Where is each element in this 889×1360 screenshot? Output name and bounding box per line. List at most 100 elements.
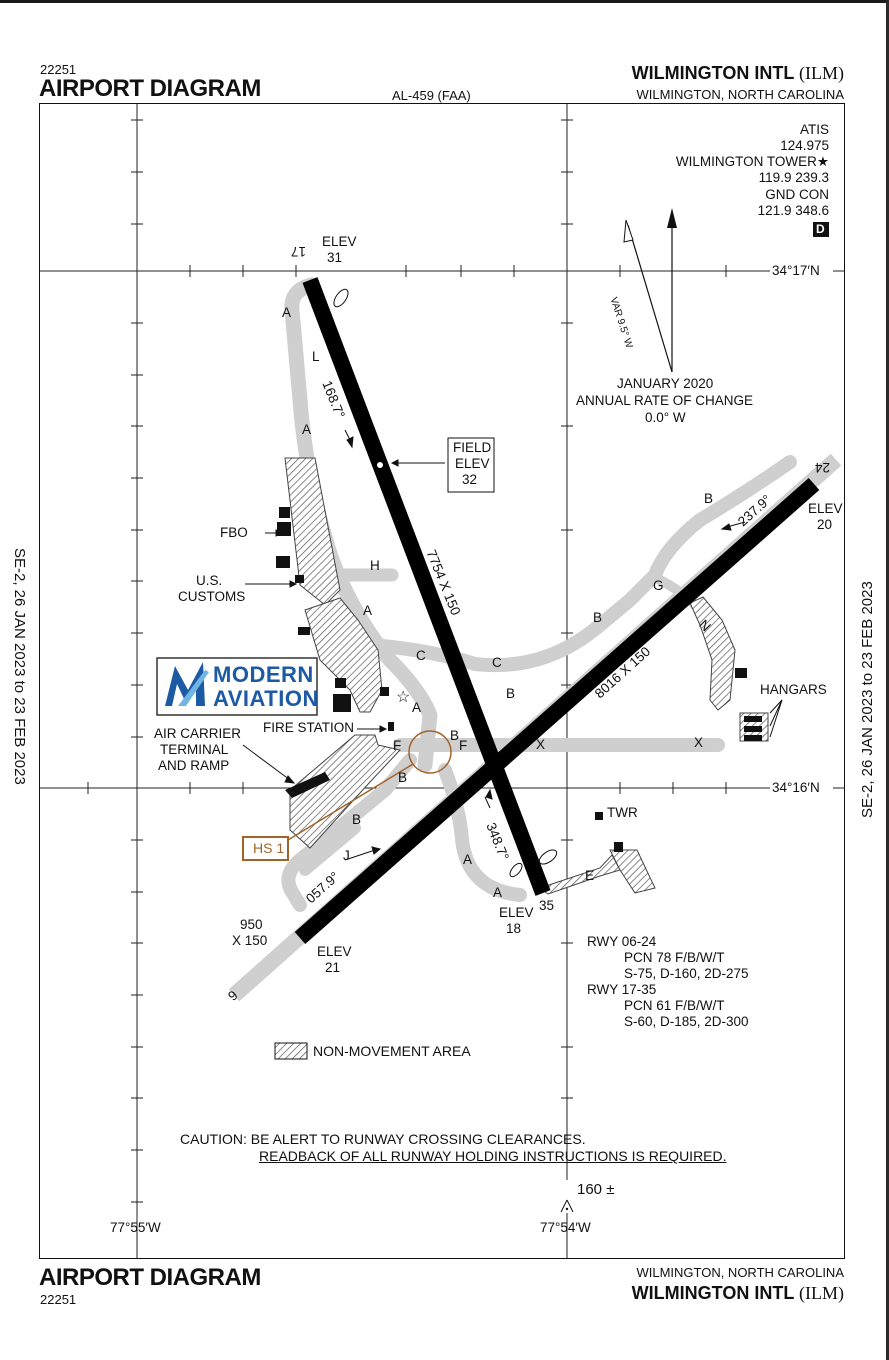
- terminal-ramp: [289, 734, 401, 849]
- gnd-freq: 121.9 348.6: [757, 203, 829, 218]
- airport-name: WILMINGTON INTL: [631, 1283, 794, 1303]
- graticule-ticks: [87, 119, 727, 1203]
- procedure-id: AL-459 (FAA): [392, 88, 471, 103]
- airport-ident: (ILM): [799, 1283, 844, 1303]
- taxiway-label-b: B: [506, 686, 516, 701]
- building: [380, 687, 389, 696]
- chart-number-bottom: 22251: [40, 1292, 77, 1307]
- airport-name: WILMINGTON INTL: [631, 63, 794, 83]
- lon-right: 77°54′W: [540, 1220, 591, 1235]
- non-movement-areas: [284, 457, 769, 895]
- tower-ramp: [609, 849, 656, 894]
- mag-rate-label: ANNUAL RATE OF CHANGE: [576, 393, 754, 408]
- legend-non-movement: NON-MOVEMENT AREA: [313, 1043, 471, 1059]
- taxiway-label-x: X: [536, 737, 546, 752]
- logo-text-1: MODERN: [213, 662, 314, 687]
- gnd-label: GND CON: [765, 187, 829, 202]
- runway-17-elev: 31: [327, 250, 343, 265]
- taxiway-label-f: F: [459, 738, 468, 753]
- rwy2-title: RWY 17-35: [587, 982, 657, 997]
- location-top: WILMINGTON, NORTH CAROLINA: [636, 87, 844, 102]
- caution-line-1: CAUTION: BE ALERT TO RUNWAY CROSSING CLE…: [180, 1131, 586, 1147]
- hangars-label: HANGARS: [760, 682, 827, 697]
- magnetic-north-line: [627, 224, 673, 373]
- runway-6-24: [294, 478, 820, 944]
- runway-17-elev-label: ELEV: [322, 234, 357, 249]
- building: [614, 842, 623, 852]
- taxiway-label-g: G: [653, 578, 664, 593]
- atis-label: ATIS: [799, 122, 829, 137]
- taxiway-label-h: H: [370, 558, 380, 573]
- fbo-building-3: [276, 556, 290, 568]
- hotspot-label-box: [242, 836, 289, 861]
- lat-bottom: 34°16′N: [772, 780, 820, 795]
- obstacle-height: 160 ±: [577, 1181, 615, 1198]
- n-ramp: [689, 596, 736, 711]
- runway-17-35: [302, 277, 551, 896]
- ramp-building: [298, 627, 310, 635]
- hangar-3: [744, 735, 762, 741]
- atis-freq: 124.975: [780, 138, 829, 153]
- caution-text-1: BE ALERT TO RUNWAY CROSSING CLEARANCES.: [250, 1131, 586, 1147]
- magnetic-north-arrowhead-icon: [623, 219, 634, 243]
- runway-6-elev: 21: [325, 960, 341, 975]
- taxiway-label-b: B: [704, 491, 714, 506]
- page-right-border: [886, 0, 889, 1360]
- taxiway-label-a: A: [282, 305, 292, 320]
- lon-left: 77°55′W: [110, 1220, 161, 1235]
- tower-label: TWR: [607, 805, 638, 820]
- taxiway-label-a: A: [302, 422, 312, 437]
- caution-line-2: READBACK OF ALL RUNWAY HOLDING INSTRUCTI…: [259, 1148, 727, 1164]
- hangar-building: [735, 668, 747, 678]
- field-elev-box: [447, 437, 495, 493]
- hotspot-leader: [287, 763, 414, 841]
- terminal-building: [285, 772, 330, 798]
- taxiway-label-b: B: [450, 728, 460, 743]
- modern-aviation-logo-icon: [165, 662, 209, 706]
- hotspot-label: HS 1: [253, 840, 285, 856]
- taxiway-label-b: B: [352, 812, 362, 827]
- taxiway-label-x: X: [694, 735, 704, 750]
- airspace-class: D: [816, 222, 825, 236]
- taxiway-label-f: F: [393, 738, 402, 753]
- location-bottom: WILMINGTON, NORTH CAROLINA: [636, 1265, 844, 1280]
- field-elev-marker: [377, 462, 383, 468]
- customs-label-2: CUSTOMS: [178, 589, 246, 604]
- page-top-border: [0, 0, 889, 3]
- field-elev-value: 32: [462, 472, 478, 487]
- rwy1-title: RWY 06-24: [587, 934, 657, 949]
- taxiway-e-ramp: [538, 854, 621, 895]
- taxiway-j: [299, 822, 361, 876]
- building: [333, 694, 351, 712]
- arrows: [242, 429, 783, 861]
- north-arrows: [623, 208, 677, 373]
- field-elev-label-2: ELEV: [455, 456, 490, 471]
- chart-number-top: 22251: [40, 62, 77, 77]
- rwy1-weights: S-75, D-160, 2D-275: [624, 966, 749, 981]
- taxiway-label-c: C: [492, 655, 502, 670]
- airport-ident: (ILM): [799, 63, 844, 83]
- wind-cone-icon: [333, 288, 349, 308]
- runway-17-label: 17: [291, 244, 307, 259]
- runway-35-elev: 18: [506, 921, 522, 936]
- taxiway-label-l: L: [312, 349, 320, 364]
- mag-epoch: JANUARY 2020: [617, 376, 714, 391]
- taxiway-label-a: A: [493, 885, 503, 900]
- runway-24-elev: 20: [817, 517, 833, 532]
- terminal-label-3: AND RAMP: [158, 758, 230, 773]
- airport-name-bottom: WILMINGTON INTL (ILM): [632, 1283, 844, 1304]
- fbo-building-1: [279, 507, 290, 518]
- taxiway-b-south: [281, 753, 417, 912]
- diagram-frame: [39, 103, 845, 1259]
- legend-hatch-box: [274, 1042, 308, 1060]
- hotspot-circle: [408, 730, 452, 774]
- runway-24-elev-label: ELEV: [808, 501, 843, 516]
- rwy2-pcn: PCN 61 F/B/W/T: [624, 998, 725, 1013]
- runway-24-label: 24: [815, 460, 831, 475]
- tower-building: [595, 812, 603, 820]
- terminal-label-1: AIR CARRIER: [154, 726, 242, 741]
- rwy1-pcn: PCN 78 F/B/W/T: [624, 950, 725, 965]
- runway-6-extension-width: X 150: [232, 933, 268, 948]
- taxiway-label-e: E: [585, 868, 595, 883]
